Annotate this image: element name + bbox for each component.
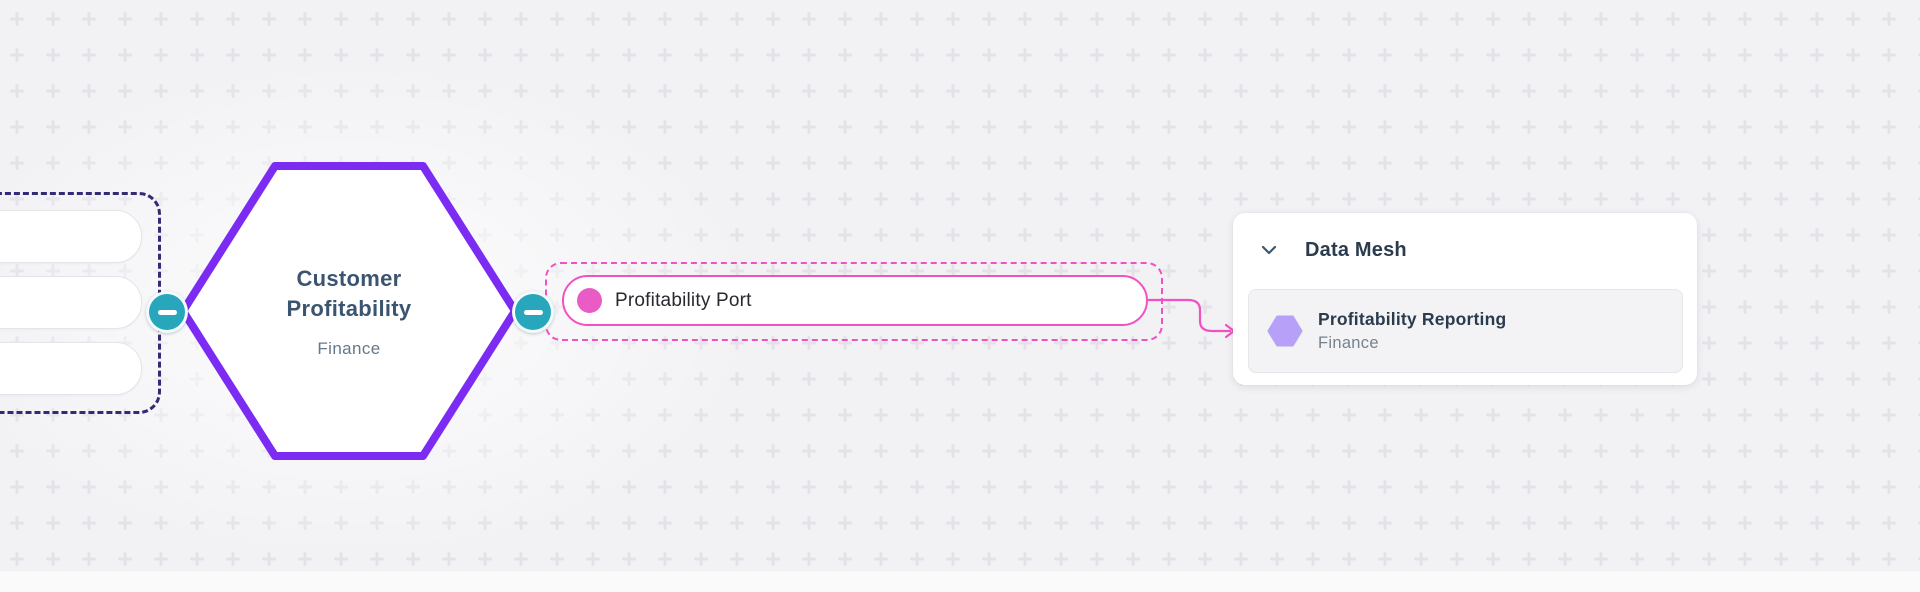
collapse-left-button[interactable] <box>146 291 188 333</box>
mesh-item-title: Profitability Reporting <box>1318 309 1507 329</box>
output-port-label: Profitability Port <box>615 289 752 311</box>
minus-icon <box>523 309 543 315</box>
data-product-node[interactable] <box>178 160 520 462</box>
data-mesh-title: Data Mesh <box>1305 238 1407 261</box>
canvas-bottom-strip <box>0 570 1920 592</box>
input-port-pill[interactable] <box>0 276 142 329</box>
mesh-item-subtitle: Finance <box>1318 334 1379 352</box>
mesh-item-profitability-reporting[interactable]: Profitability Reporting Finance <box>1248 289 1683 373</box>
port-dot-icon <box>577 288 602 313</box>
output-port-pill[interactable]: Profitability Port <box>562 275 1148 326</box>
data-mesh-header[interactable]: Data Mesh <box>1233 213 1697 287</box>
hexagon-icon <box>1267 315 1303 347</box>
minus-icon <box>157 309 177 315</box>
input-port-pill[interactable] <box>0 342 142 395</box>
chevron-down-icon[interactable] <box>1261 245 1277 255</box>
data-mesh-panel: Data Mesh Profitability Reporting Financ… <box>1233 213 1697 385</box>
collapse-right-button[interactable] <box>512 291 554 333</box>
input-port-pill[interactable] <box>0 210 142 263</box>
